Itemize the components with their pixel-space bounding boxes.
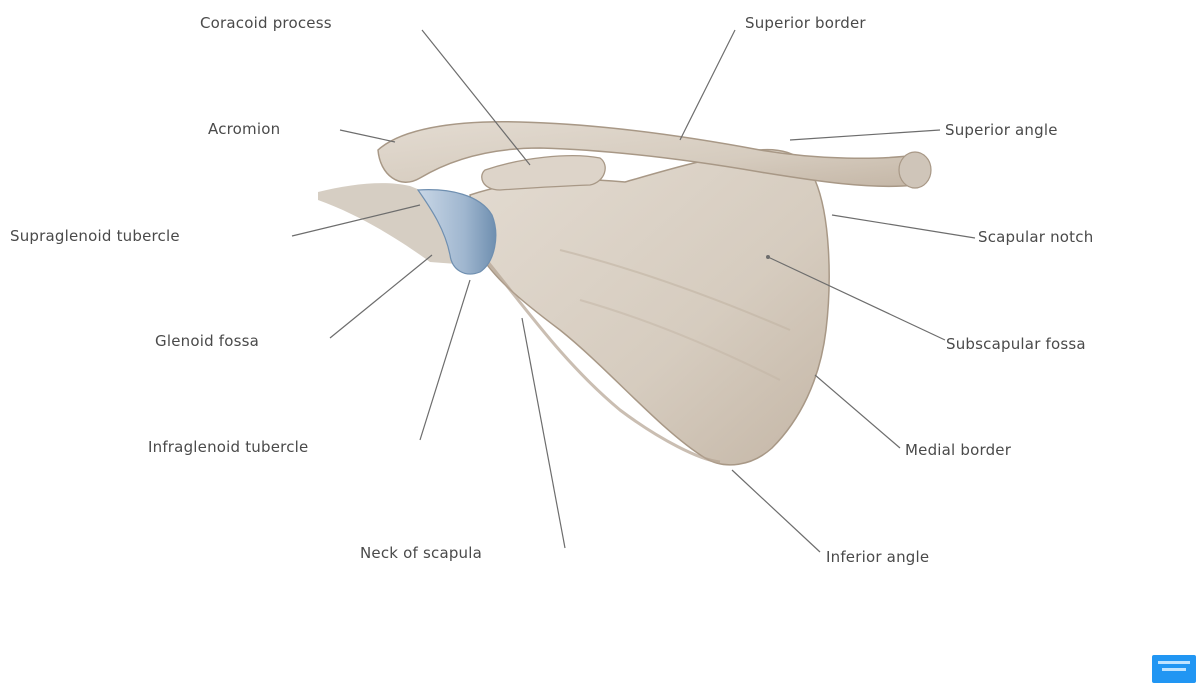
label-superior-border: Superior border — [745, 14, 866, 32]
brand-logo — [1152, 655, 1196, 683]
leader-medial-border — [815, 375, 900, 448]
leader-neck-of-scapula — [522, 318, 565, 548]
leader-acromion — [340, 130, 395, 142]
label-acromion: Acromion — [208, 120, 280, 138]
coracoid-process-shape — [482, 156, 605, 190]
label-scapular-notch: Scapular notch — [978, 228, 1093, 246]
leader-glenoid-fossa — [330, 255, 432, 338]
label-supraglenoid-tubercle: Supraglenoid tubercle — [10, 227, 180, 245]
label-infraglenoid-tubercle: Infraglenoid tubercle — [148, 438, 308, 456]
leader-superior-border — [680, 30, 735, 140]
label-superior-angle: Superior angle — [945, 121, 1058, 139]
leader-inferior-angle — [732, 470, 820, 552]
leader-infraglenoid-tubercle — [420, 280, 470, 440]
label-medial-border: Medial border — [905, 441, 1011, 459]
label-coracoid-process: Coracoid process — [200, 14, 332, 32]
label-subscapular-fossa: Subscapular fossa — [946, 335, 1086, 353]
leader-scapular-notch — [832, 215, 975, 238]
label-glenoid-fossa: Glenoid fossa — [155, 332, 259, 350]
leader-superior-angle — [790, 130, 940, 140]
label-neck-of-scapula: Neck of scapula — [360, 544, 482, 562]
label-inferior-angle: Inferior angle — [826, 548, 929, 566]
